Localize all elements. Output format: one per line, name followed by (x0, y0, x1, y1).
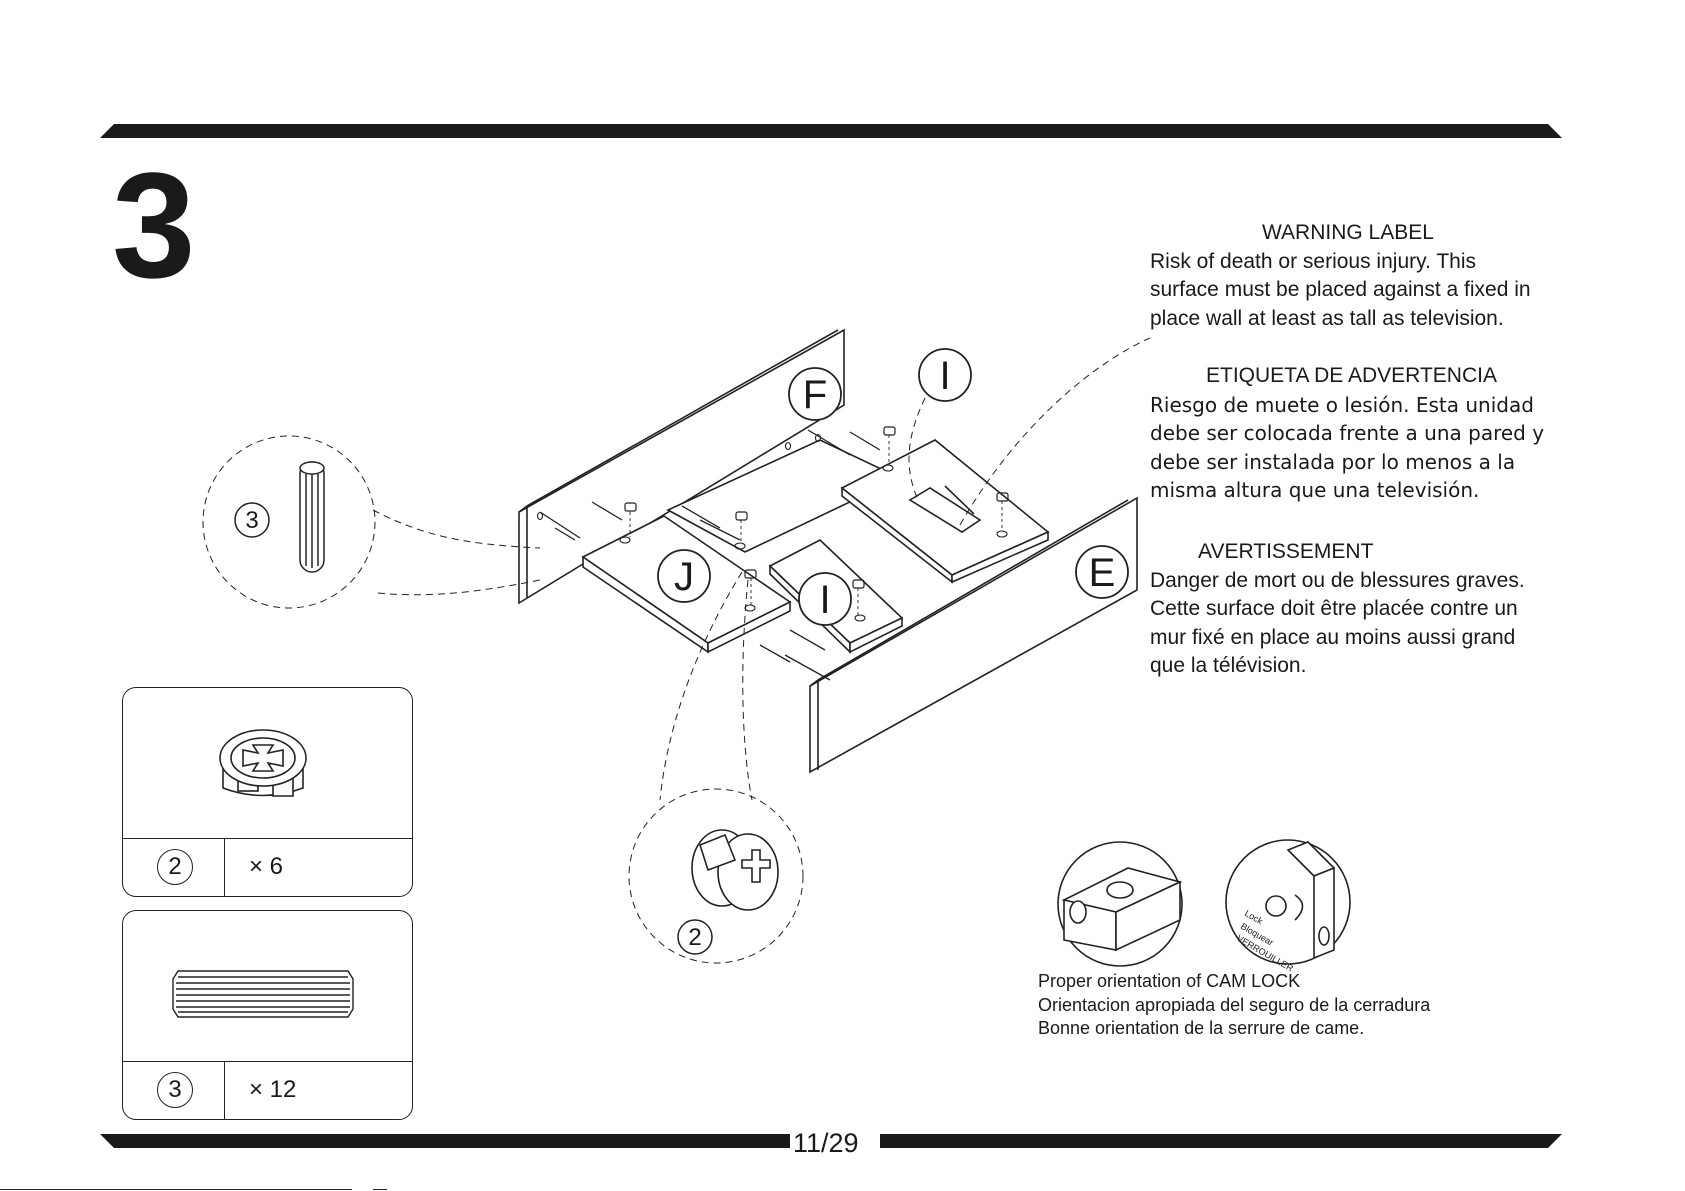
wood-dowel-icon (299, 461, 325, 573)
callout-circle-dowel (234, 502, 270, 538)
label-i-back: I (939, 354, 950, 398)
bottom-edge-line (0, 1189, 352, 1190)
bottom-rule (100, 1134, 1562, 1148)
cam-note-line-fr: Bonne orientation de la serrure de came. (1038, 1018, 1365, 1038)
page-number: 11/29 (793, 1128, 859, 1158)
top-rule (100, 124, 1562, 138)
warning-title-es: ETIQUETA DE ADVERTENCIA (1206, 364, 1497, 387)
warning-label-en: WARNING LABEL Risk of death or serious i… (1150, 219, 1531, 333)
part-quantity: × 12 (249, 1076, 297, 1103)
label-j: J (674, 555, 694, 599)
label-f: F (803, 373, 827, 417)
callout-circle-cam (677, 919, 713, 955)
warning-line: Riesgo de muete o lesión. Esta unidad (1150, 392, 1534, 417)
row-divider (224, 1062, 225, 1119)
warning-line: Danger de mort ou de blessures graves. (1150, 568, 1525, 592)
part-row: 3 × 12 (123, 1061, 412, 1119)
step-number: 3 (112, 141, 196, 309)
cam-lock-detail-circle (628, 788, 804, 964)
callout-dowel: 3 (245, 507, 258, 534)
label-i-front: I (819, 578, 830, 622)
bottom-edge-mark (373, 1189, 387, 1190)
part-box-cam-lock: 2 × 6 (122, 687, 413, 897)
warning-line: place wall at least as tall as televisio… (1150, 306, 1504, 330)
warning-line: misma altura que una televisión. (1150, 478, 1480, 502)
warning-line: debe ser instalada por lo menos a la (1150, 449, 1516, 474)
part-box-wood-dowel: 3 × 12 (122, 910, 413, 1120)
cam-note-line-en: Proper orientation of CAM LOCK (1038, 971, 1301, 991)
cam-note-line-es: Orientacion apropiada del seguro de la c… (1038, 994, 1431, 1015)
warning-label-es: ETIQUETA DE ADVERTENCIA Riesgo de muete … (1150, 362, 1544, 505)
warning-label-fr: AVERTISSEMENT Danger de mort ou de bless… (1150, 538, 1525, 681)
part-number: 2 (157, 849, 193, 885)
warning-line: Cette surface doit être placée contre un (1150, 597, 1518, 620)
label-circle-i-front (798, 572, 852, 626)
label-circle-f (788, 367, 842, 421)
cam-lock-icon (691, 829, 779, 911)
warning-line: que la télévision. (1150, 654, 1307, 677)
warning-line: debe ser colocada frente a una pared y (1150, 421, 1545, 445)
label-circle-e (1075, 545, 1129, 599)
dowel-detail-circle (202, 435, 376, 609)
label-circle-j (657, 549, 711, 603)
warning-title-fr: AVERTISSEMENT (1198, 540, 1374, 563)
part-number: 3 (157, 1072, 193, 1108)
callout-cam: 2 (688, 924, 701, 951)
cam-lock-icon (219, 729, 307, 797)
warning-line: mur fixé en place au moins aussi grand (1150, 625, 1516, 649)
row-divider (224, 839, 225, 896)
cam-lock-orientation-note: Proper orientation of CAM LOCK Orientaci… (1038, 970, 1430, 1041)
part-row: 2 × 6 (123, 838, 412, 896)
label-circle-i-back (918, 348, 972, 402)
panel-f (518, 328, 845, 605)
warning-title-en: WARNING LABEL (1262, 221, 1434, 244)
wood-dowel-icon (172, 970, 354, 1018)
panel-e (809, 496, 1138, 774)
warning-line: Risk of death or serious injury. This (1150, 249, 1477, 273)
part-quantity: × 6 (249, 853, 284, 880)
warning-line: surface must be placed against a fixed i… (1150, 278, 1531, 301)
label-e: E (1089, 551, 1116, 595)
